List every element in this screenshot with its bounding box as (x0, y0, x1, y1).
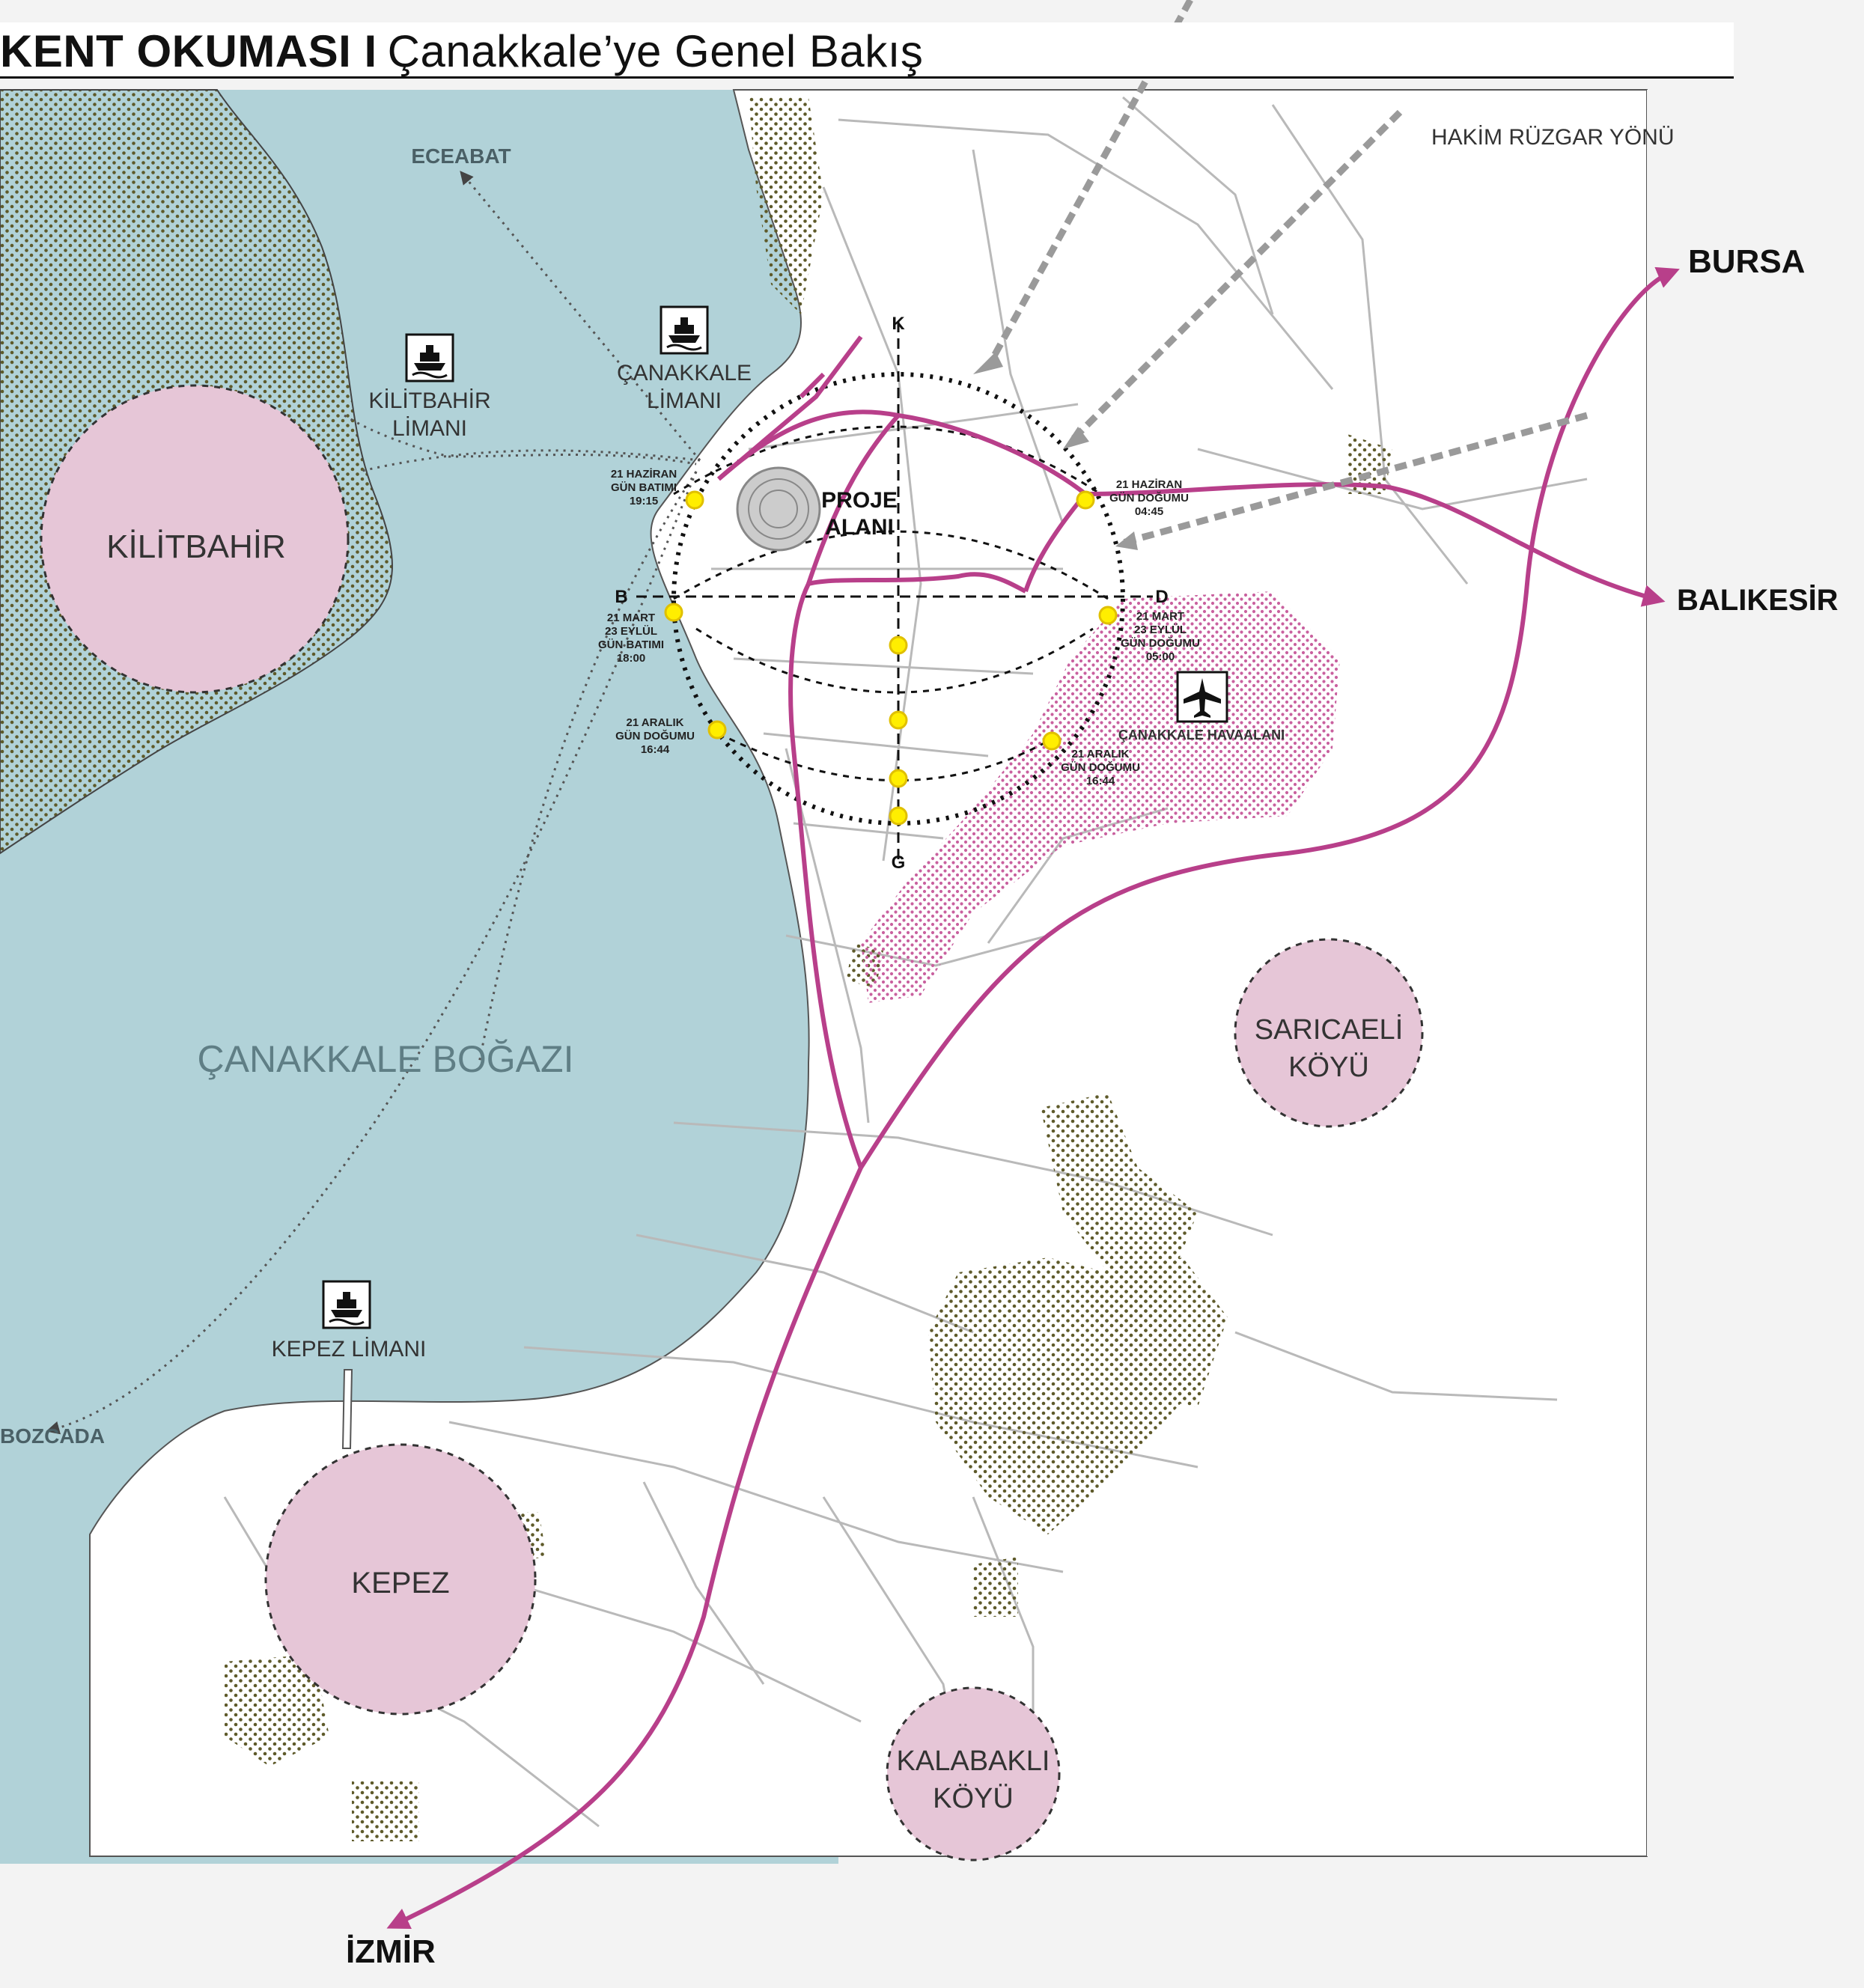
sun-label-line: 21 HAZİRAN (1116, 478, 1182, 491)
sun-label-line: GÜN DOĞUMU (1121, 636, 1200, 650)
sun-label-line: GÜN BATIMI (598, 638, 664, 651)
ferry-destination-bozcaada: BOZCADA (0, 1424, 105, 1448)
sun-icon (1042, 731, 1062, 751)
project-area (736, 466, 821, 552)
road-label-balikesir: BALIKESİR (1677, 584, 1839, 617)
outer-land (1647, 90, 1864, 1856)
ferry-icon (660, 305, 709, 355)
sun-label-line: 19:15 (630, 495, 658, 507)
settlements (40, 384, 1424, 1862)
kepez-circle (264, 1443, 537, 1716)
compass-north: K (892, 314, 905, 334)
airplane-icon (1176, 671, 1228, 723)
sun-icon (889, 635, 908, 655)
sun-icon (1098, 606, 1118, 625)
ferry-icon (405, 333, 454, 382)
sun-label-line: 05:00 (1146, 650, 1175, 663)
port-label-kepez: KEPEZ LİMANI (272, 1337, 427, 1362)
ferry-icon (322, 1280, 371, 1329)
port-label-kilitbahir-1: KİLİTBAHİR (368, 388, 490, 413)
project-label-1: PROJE (821, 488, 898, 513)
sun-label-line: 21 ARALIK (1072, 748, 1130, 760)
road-bursa (859, 266, 1680, 1169)
project-label-2: ALANI (825, 515, 894, 540)
map-labels: KİLİTBAHİR KEPEZ SARICAELİ KÖYÜ KALABAKL… (0, 125, 1839, 1970)
sun-label-line: GÜN DOĞUMU (1061, 760, 1140, 774)
wind-arrow-icon (1121, 412, 1589, 546)
kilitbahir-circle (40, 384, 350, 694)
kepez-pier (341, 1369, 353, 1449)
sun-label-line: 23 EYLÜL (605, 625, 657, 638)
ferry-routes (46, 171, 701, 1435)
sun-icon (1076, 490, 1095, 510)
sun-label-line: GÜN BATIMI (611, 481, 677, 494)
compass-east: D (1155, 587, 1168, 607)
compass-west: B (615, 587, 627, 607)
road-balikesir (1085, 482, 1666, 607)
sun-label-line: GÜN DOĞUMU (615, 729, 695, 743)
airport-label: ÇANAKKALE HAVAALANI (1118, 728, 1285, 743)
sun-markers (664, 490, 1118, 826)
road-label-bursa: BURSA (1688, 243, 1805, 280)
road-izmir (386, 1166, 863, 1930)
wind-arrow-icon (985, 0, 1193, 369)
sun-icon (664, 603, 683, 622)
wind-arrow-heads (973, 352, 1138, 550)
place-label-kilitbahir: KİLİTBAHİR (106, 528, 286, 565)
main-roads (386, 266, 1680, 1930)
sun-label-line: 21 HAZİRAN (611, 468, 677, 481)
sun-icon (707, 720, 727, 740)
wind-arrows (985, 0, 1589, 546)
sun-label-line: 16:44 (1086, 775, 1115, 787)
place-label-saricaeli-1: SARICAELİ (1255, 1013, 1404, 1046)
ferry-destination-eceabat: ECEABAT (411, 144, 511, 168)
wind-arrow-icon (1067, 109, 1403, 445)
sun-label-line: 21 ARALIK (627, 716, 684, 729)
road-label-izmir: İZMİR (346, 1933, 436, 1970)
sun-label-line: 04:45 (1135, 505, 1163, 518)
port-label-canakkale-1: ÇANAKKALE (617, 361, 752, 385)
sun-label-line: 23 EYLÜL (1134, 623, 1187, 636)
kalabakli-circle (886, 1686, 1061, 1862)
saricaeli-circle (1234, 938, 1424, 1128)
place-label-kalabakli-1: KALABAKLI (897, 1745, 1050, 1777)
port-label-canakkale-2: LİMANI (647, 388, 722, 413)
title-main: KENT OKUMASI I (0, 26, 377, 76)
sun-icon (685, 490, 704, 510)
sun-label-line: 16:44 (641, 743, 670, 756)
wind-label: HAKİM RÜZGAR YÖNÜ (1431, 125, 1674, 150)
sun-label-line: 21 MART (607, 612, 655, 624)
title-sub: Çanakkale’ye Genel Bakış (387, 26, 924, 76)
sun-icon (889, 806, 908, 826)
compass-south: G (892, 853, 906, 873)
sun-label-line: GÜN DOĞUMU (1109, 491, 1189, 504)
place-label-saricaeli-2: KÖYÜ (1288, 1052, 1369, 1083)
port-label-kilitbahir-2: LİMANI (392, 416, 467, 441)
strait-label: ÇANAKKALE BOĞAZI (198, 1038, 574, 1080)
sun-icon (889, 710, 908, 730)
sun-icon (889, 769, 908, 788)
sun-label-line: 21 MART (1136, 610, 1184, 623)
place-label-kepez: KEPEZ (351, 1567, 449, 1600)
sun-label-line: 18:00 (617, 652, 645, 665)
vegetation-patches (225, 97, 1392, 1841)
place-label-kalabakli-2: KÖYÜ (933, 1783, 1014, 1814)
